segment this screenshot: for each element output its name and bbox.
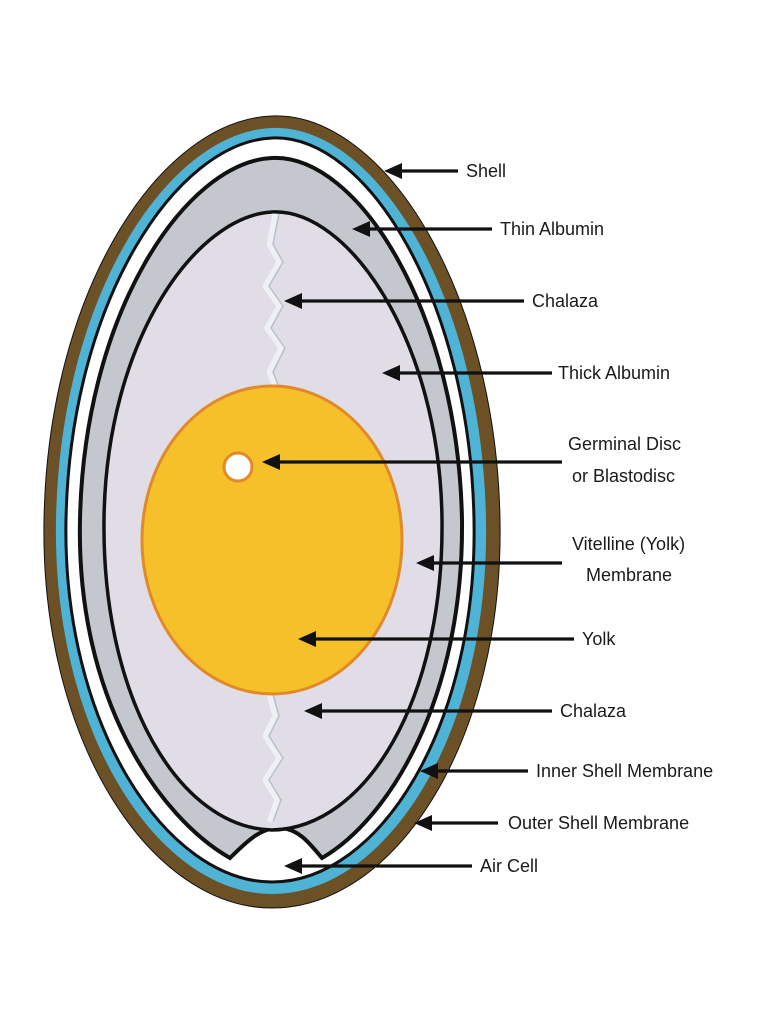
label-thick-albumin: Thick Albumin [558, 363, 670, 383]
chalaza-top-strand [262, 213, 286, 394]
label-germinal-disc-line1: Germinal Disc [568, 434, 681, 454]
label-vitelline-line2: Membrane [586, 565, 672, 585]
yolk [140, 384, 404, 696]
label-chalaza-top: Chalaza [532, 291, 599, 311]
label-germinal-disc-line2: or Blastodisc [572, 466, 675, 486]
label-shell: Shell [466, 161, 506, 181]
label-air-cell: Air Cell [480, 856, 538, 876]
arrow-outer-shell-membrane [414, 815, 498, 831]
arrow-thick-albumin [382, 365, 552, 381]
arrow-yolk [298, 631, 574, 647]
label-chalaza-bottom: Chalaza [560, 701, 627, 721]
chalaza-top-strand-edge [268, 213, 286, 393]
arrow-germinal-disc [262, 454, 562, 470]
arrow-inner-shell-membrane [420, 763, 528, 779]
label-outer-shell-membrane: Outer Shell Membrane [508, 813, 689, 833]
arrow-thin-albumin [352, 221, 492, 237]
arrow-air-cell [284, 858, 472, 874]
arrow-shell [384, 163, 458, 179]
chalaza-bottom-strand-edge [268, 693, 284, 823]
arrow-chalaza-top [284, 293, 524, 309]
chalaza-bottom-strand [262, 693, 284, 824]
label-thin-albumin: Thin Albumin [500, 219, 604, 239]
label-vitelline-line1: Vitelline (Yolk) [572, 534, 685, 554]
label-inner-shell-membrane: Inner Shell Membrane [536, 761, 713, 781]
label-yolk: Yolk [582, 629, 616, 649]
germinal-disc [222, 451, 254, 483]
arrow-chalaza-bottom [304, 703, 552, 719]
arrow-vitelline [416, 555, 562, 571]
